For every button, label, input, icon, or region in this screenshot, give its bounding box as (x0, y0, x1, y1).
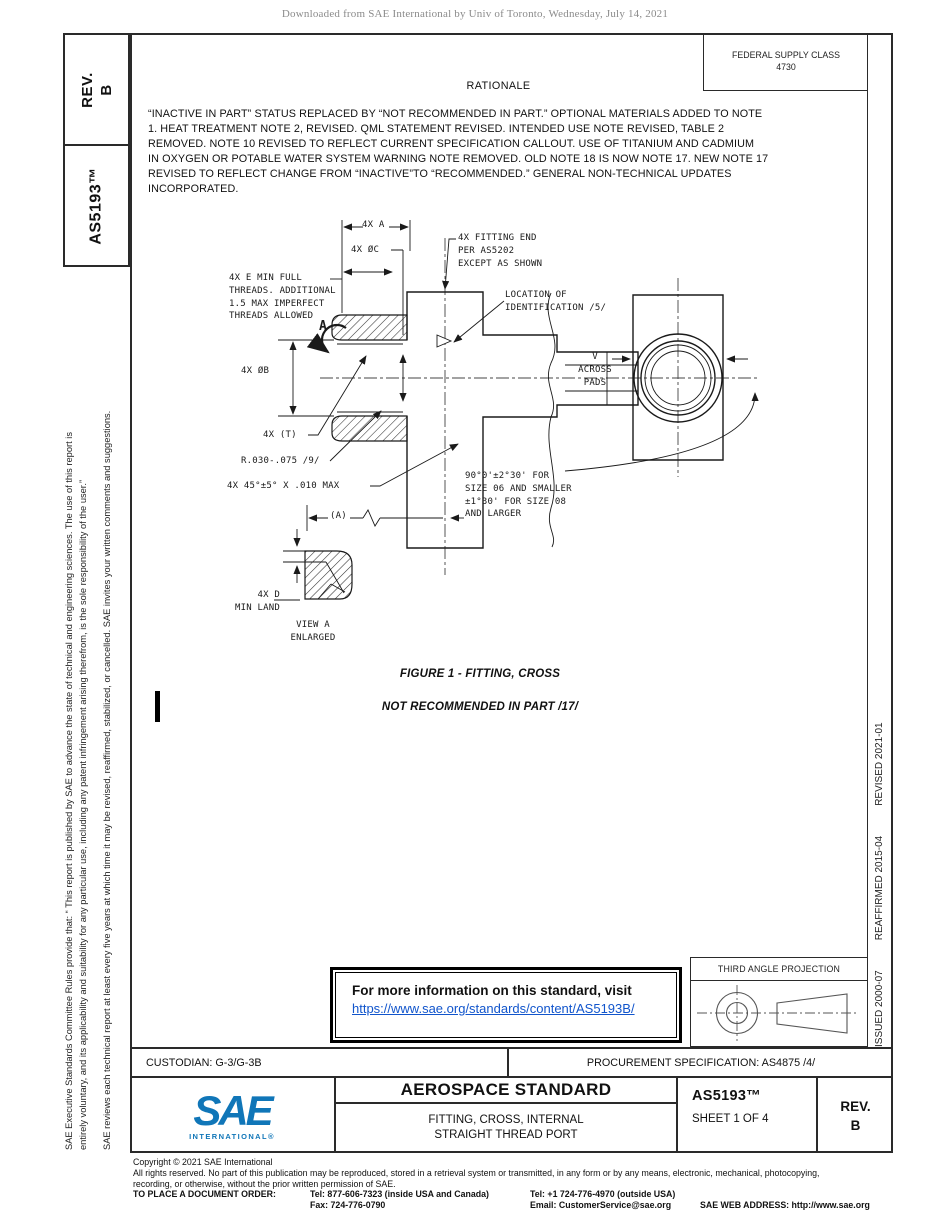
third-angle-projection-box: THIRD ANGLE PROJECTION (690, 957, 868, 1047)
drawing-label-dim-t: 4X (T) (263, 430, 297, 440)
drawing-label-fitting-end: 4X FITTING END PER AS5202 EXCEPT AS SHOW… (458, 233, 543, 269)
sidebar-review-note: SAE reviews each technical report at lea… (102, 410, 112, 1150)
drawing-label-chamfer: 4X 45°±5° X .010 MAX (227, 481, 340, 491)
download-watermark: Downloaded from SAE International by Uni… (281, 8, 669, 20)
disclaimer-line-1: SAE Executive Standards Committee Rules … (64, 432, 74, 1150)
more-info-box: For more information on this standard, v… (330, 967, 682, 1043)
custodian-cell: CUSTODIAN: G-3/G-3B (130, 1049, 509, 1076)
doc-number-vertical: AS5193™ (87, 166, 105, 245)
rights-line-2: recording, or otherwise, without the pri… (133, 1178, 396, 1189)
phone-inside-usa: Tel: 877-606-7323 (inside USA and Canada… (310, 1189, 489, 1200)
sae-logo: SAE INTERNATIONAL® (130, 1078, 336, 1153)
document-border (130, 33, 893, 1153)
rights-line-1: All rights reserved. No part of this pub… (133, 1167, 820, 1178)
drawing-label-view-arrow: A (319, 319, 328, 334)
drawing-label-dim-a-ref: (A) (330, 511, 347, 521)
projection-symbol (697, 985, 859, 1041)
title-block: SAE INTERNATIONAL® AEROSPACE STANDARD FI… (130, 1078, 893, 1153)
more-info-text: For more information on this standard, v… (352, 983, 632, 998)
sae-logo-text: SAE (193, 1086, 273, 1134)
drawing-label-dim-c: 4X ØC (351, 245, 380, 255)
sae-web-address: SAE WEB ADDRESS: http://www.sae.org (700, 1200, 870, 1211)
revision-history-strip: ISSUED 2000-07 REAFFIRMED 2015-04 REVISE… (869, 640, 891, 1047)
drawing-label-dim-a: 4X A (362, 220, 385, 230)
revision-change-bar (155, 691, 160, 722)
standard-type-title: AEROSPACE STANDARD (336, 1078, 676, 1104)
drawing-label-angle-note: 90°0'±2°30' FOR SIZE 06 AND SMALLER ±1°3… (465, 471, 572, 520)
order-label: TO PLACE A DOCUMENT ORDER: (133, 1189, 276, 1200)
customer-service-email: Email: CustomerService@sae.org (530, 1200, 672, 1211)
drawing-label-thread-note: 4X E MIN FULL THREADS. ADDITIONAL 1.5 MA… (229, 273, 336, 322)
status-note: NOT RECOMMENDED IN PART /17/ (381, 701, 579, 713)
doc-number-box: AS5193™ (63, 144, 130, 267)
figure-1-drawing: 4X FITTING END PER AS5202 EXCEPT AS SHOW… (220, 213, 780, 663)
drawing-label-radius: R.030-.075 /9/ (241, 456, 320, 466)
reaffirmed-date: REAFFIRMED 2015-04 (874, 835, 885, 941)
rationale-heading: RATIONALE (466, 80, 531, 92)
standard-title-cell: AEROSPACE STANDARD FITTING, CROSS, INTER… (336, 1078, 678, 1153)
sidebar-disclaimer: SAE Executive Standards Committee Rules … (62, 266, 92, 1150)
rev-box: REV. B (63, 33, 130, 146)
custodian-row: CUSTODIAN: G-3/G-3B PROCUREMENT SPECIFIC… (130, 1047, 893, 1078)
drawing-label-view-a: VIEW A ENLARGED (290, 620, 336, 643)
drawing-label-land: 4X D MIN LAND (235, 590, 280, 613)
figure-caption: FIGURE 1 - FITTING, CROSS (399, 668, 561, 680)
fax-number: Fax: 724-776-0790 (310, 1200, 386, 1211)
disclaimer-line-2: entirely voluntary, and its applicabilit… (78, 479, 88, 1150)
drawing-label-across-pads: V ACROSS PADS (578, 352, 612, 388)
federal-supply-class-box: FEDERAL SUPPLY CLASS 4730 (703, 34, 868, 91)
document-number: AS5193™ (692, 1088, 761, 1104)
procurement-cell: PROCUREMENT SPECIFICATION: AS4875 /4/ (586, 1056, 816, 1069)
fitting-cross-diagram (274, 220, 759, 601)
drawing-label-dim-b: 4X ØB (241, 366, 270, 376)
standard-url-link[interactable]: https://www.sae.org/standards/content/AS… (352, 1001, 635, 1016)
copyright-line: Copyright © 2021 SAE International (133, 1157, 273, 1167)
rev-value: B (97, 83, 115, 96)
revision-strip-divider (867, 33, 868, 1047)
standard-subtitle-line2: STRAIGHT THREAD PORT (434, 1128, 578, 1141)
revision-cell: REV. B (818, 1078, 893, 1153)
fsc-value: 4730 (776, 62, 796, 72)
revision-label: REV. (840, 1098, 871, 1114)
revised-date: REVISED 2021-01 (874, 722, 885, 806)
drawing-label-location: LOCATION OF IDENTIFICATION /5/ (505, 290, 607, 313)
document-number-cell: AS5193™ SHEET 1 OF 4 (678, 1078, 818, 1153)
rationale-text: “INACTIVE IN PART” STATUS REPLACED BY “N… (148, 108, 769, 195)
sae-logo-subtext: INTERNATIONAL® (189, 1131, 275, 1141)
projection-title: THIRD ANGLE PROJECTION (691, 958, 867, 981)
copyright-footer: Copyright © 2021 SAE International All r… (133, 1157, 903, 1211)
revision-value: B (850, 1117, 861, 1133)
issued-date: ISSUED 2000-07 (874, 970, 885, 1047)
sheet-number: SHEET 1 OF 4 (692, 1113, 769, 1125)
rev-label: REV. (78, 71, 96, 108)
fsc-label: FEDERAL SUPPLY CLASS (732, 50, 840, 60)
standard-subtitle-line1: FITTING, CROSS, INTERNAL (428, 1113, 584, 1126)
phone-outside-usa: Tel: +1 724-776-4970 (outside USA) (530, 1189, 676, 1200)
